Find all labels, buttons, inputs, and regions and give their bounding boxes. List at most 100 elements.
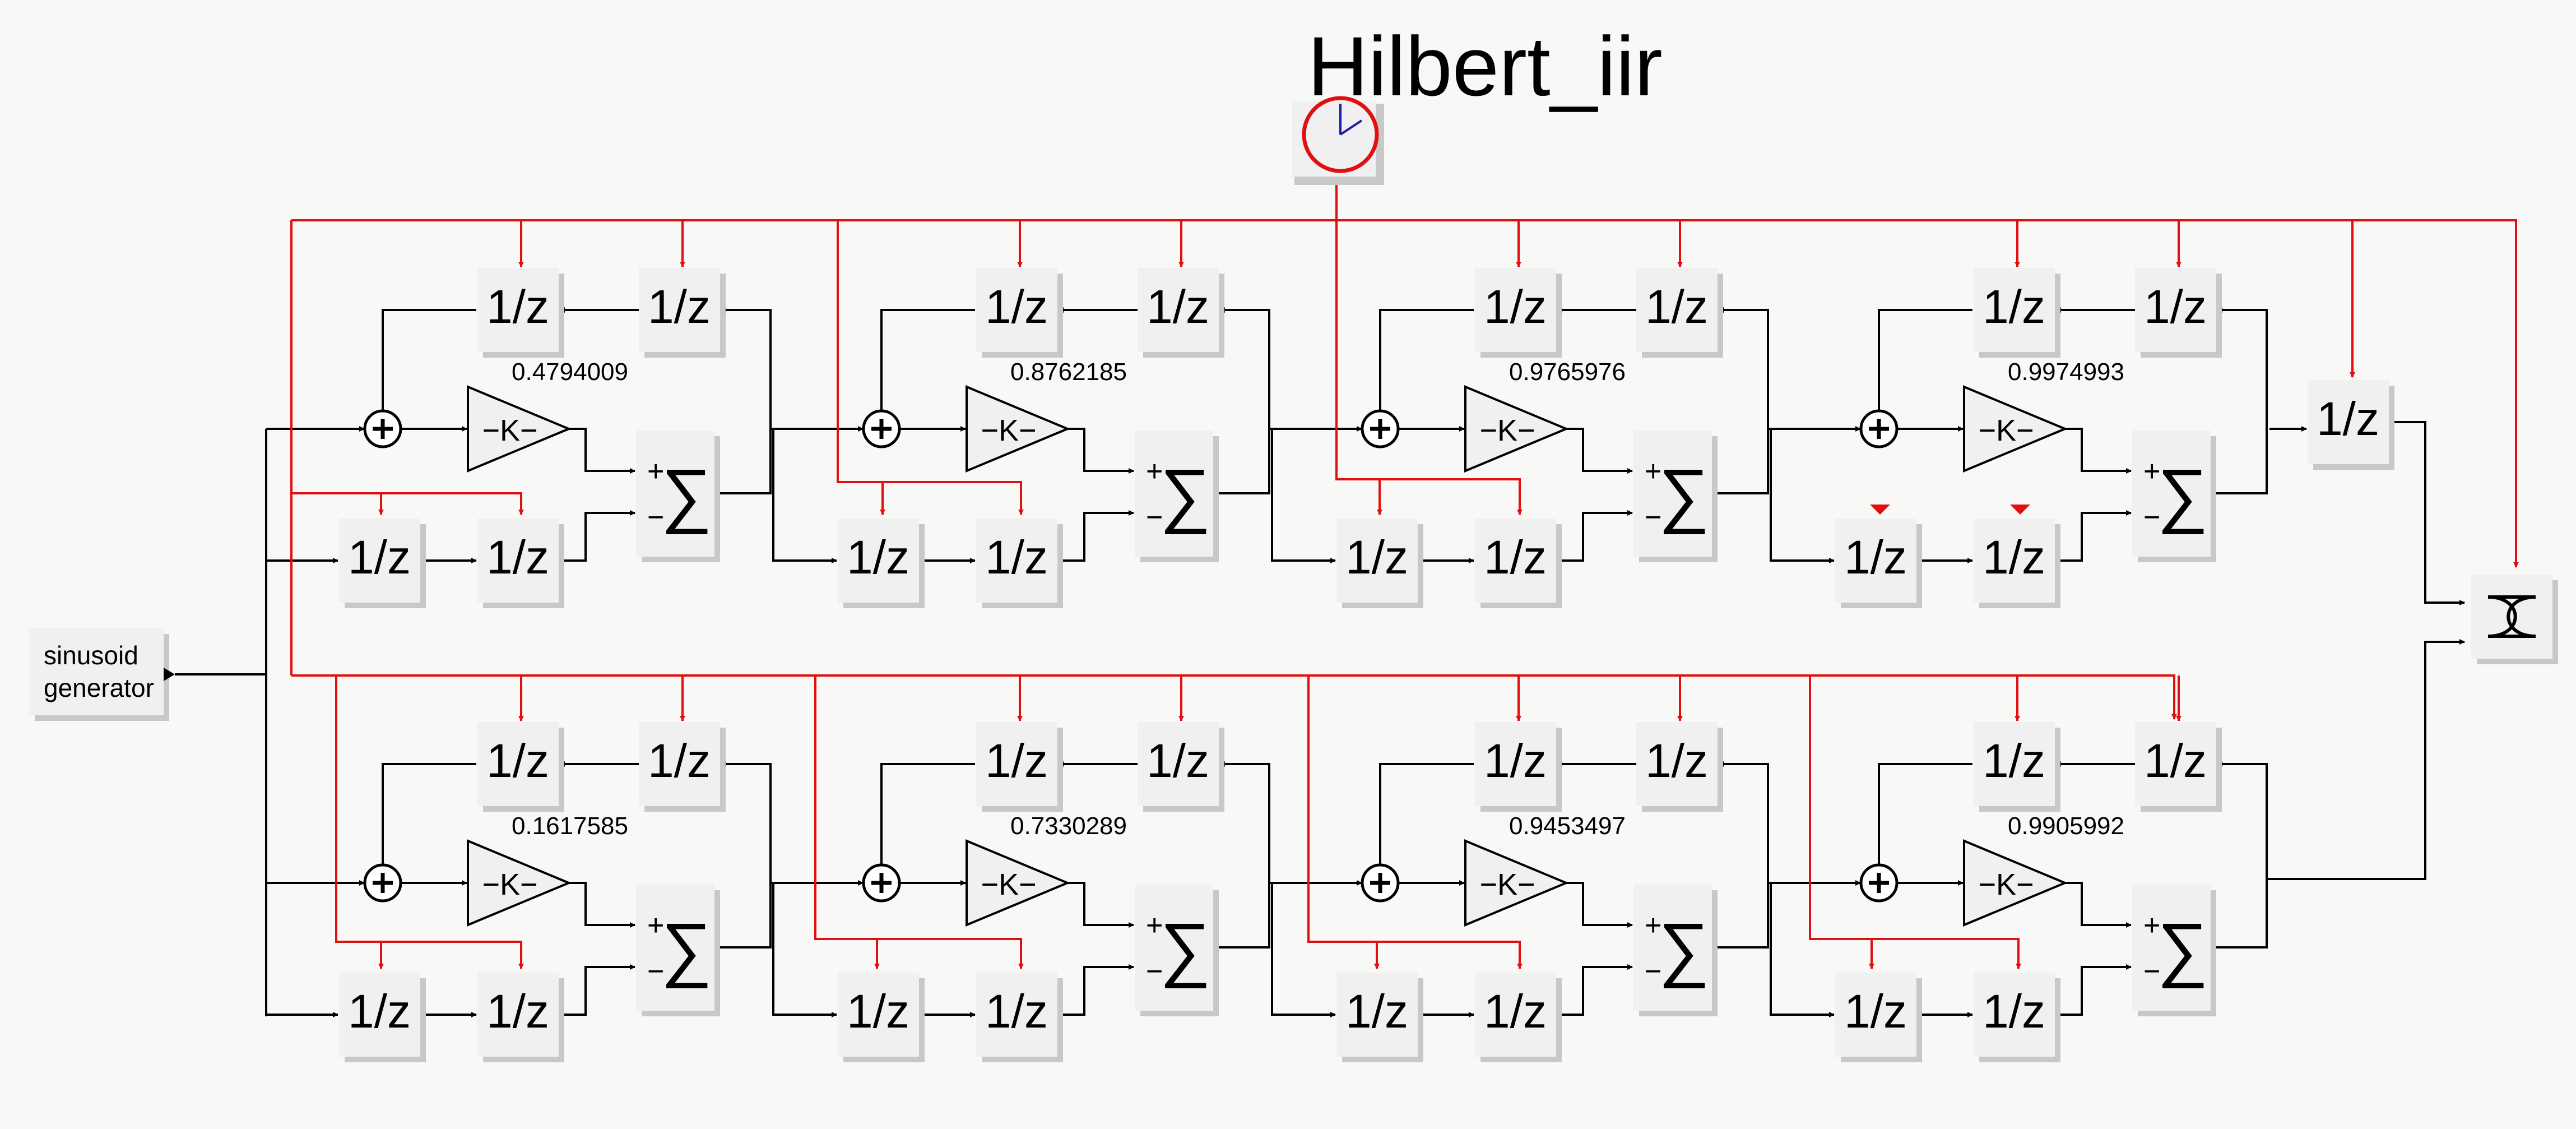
sum-minus-sign: −: [647, 501, 664, 534]
unit-delay-block[interactable]: 1/z: [639, 722, 726, 812]
sum-minus-sign: −: [1645, 955, 1661, 988]
unit-delay-block[interactable]: 1/z: [1835, 973, 1922, 1062]
signal-wire: [1712, 307, 1769, 494]
sum-minus-sign: −: [1146, 955, 1163, 988]
signal-wire: [1059, 964, 1134, 1016]
gain-block[interactable]: −K−0.4794009: [467, 358, 628, 473]
unit-delay-block[interactable]: 1/z: [339, 519, 426, 608]
unit-delay-block[interactable]: 1/z: [477, 519, 564, 608]
signal-wire: [2056, 510, 2132, 562]
gain-symbol: −K−: [981, 868, 1036, 901]
unit-delay-block[interactable]: 1/z: [1475, 268, 1562, 358]
gain-value: 0.1617585: [512, 812, 628, 840]
unit-delay-block[interactable]: 1/z: [1475, 519, 1562, 608]
unit-delay-block[interactable]: 1/z: [1974, 973, 2060, 1062]
unit-delay-label: 1/z: [1983, 531, 2045, 584]
unit-delay-block[interactable]: 1/z: [976, 519, 1063, 608]
sum-block[interactable]: +−∑: [636, 885, 720, 1016]
adder-node[interactable]: [1361, 409, 1400, 448]
unit-delay-block[interactable]: 1/z: [639, 268, 726, 358]
unit-delay-label: 1/z: [985, 985, 1048, 1038]
clock-wire: [291, 492, 524, 515]
unit-delay-block[interactable]: 1/z: [1974, 722, 2060, 812]
unit-delay-block[interactable]: 1/z: [1336, 519, 1423, 608]
gain-block[interactable]: −K−0.9974993: [1963, 358, 2124, 473]
sigma-icon: ∑: [661, 909, 712, 989]
sum-block[interactable]: +−∑: [1633, 885, 1718, 1016]
sum-plus-sign: +: [2143, 455, 2160, 488]
unit-delay-block[interactable]: 1/z: [2135, 268, 2222, 358]
adder-node[interactable]: [862, 863, 901, 903]
adder-node[interactable]: [1859, 409, 1899, 448]
sigma-icon: ∑: [2157, 909, 2208, 989]
sum-block[interactable]: + −∑: [636, 431, 720, 562]
sinusoid-generator-block[interactable]: sinusoid generator: [29, 628, 175, 721]
sigma-icon: ∑: [2157, 455, 2208, 535]
gain-block[interactable]: −K−0.7330289: [966, 812, 1127, 927]
unit-delay-block[interactable]: 1/z: [1336, 973, 1423, 1062]
unit-delay-block[interactable]: 1/z: [838, 973, 925, 1062]
signal-wire: [560, 964, 635, 1016]
unit-delay-block[interactable]: 1/z: [2308, 380, 2394, 470]
unit-delay-block[interactable]: 1/z: [339, 973, 426, 1062]
signal-wire: [772, 883, 837, 1017]
gain-block[interactable]: −K−0.1617585: [467, 812, 628, 927]
signal-wire: [382, 309, 476, 411]
adder-node[interactable]: [1859, 863, 1899, 903]
unit-delay-block[interactable]: 1/z: [976, 268, 1063, 358]
unit-delay-label: 1/z: [1983, 985, 2045, 1038]
unit-delay-block[interactable]: 1/z: [477, 722, 564, 812]
unit-delay-block[interactable]: 1/z: [1974, 519, 2060, 608]
sigma-icon: ∑: [661, 455, 712, 535]
xy-graph-block[interactable]: [2471, 575, 2558, 664]
signal-wire: [772, 429, 837, 563]
unit-delay-label: 1/z: [2144, 280, 2207, 333]
unit-delay-block[interactable]: 1/z: [1138, 268, 1224, 358]
signal-wire: [2389, 421, 2465, 605]
unit-delay-label: 1/z: [985, 734, 1048, 787]
signal-wire: [1566, 882, 1633, 928]
unit-delay-block[interactable]: 1/z: [2135, 722, 2222, 812]
sum-minus-sign: −: [2143, 955, 2160, 988]
gain-block[interactable]: −K−0.8762185: [966, 358, 1127, 473]
clock-block[interactable]: [1292, 96, 1384, 185]
gain-symbol: −K−: [981, 414, 1036, 447]
unit-delay-label: 1/z: [348, 531, 411, 584]
adder-node[interactable]: [1361, 863, 1400, 903]
sum-block[interactable]: +−∑: [1135, 885, 1219, 1016]
sum-minus-sign: −: [647, 955, 664, 988]
source-label-line1: sinusoid: [44, 641, 138, 670]
unit-delay-block[interactable]: 1/z: [1475, 722, 1562, 812]
unit-delay-block[interactable]: 1/z: [976, 722, 1063, 812]
signal-wire: [1271, 883, 1336, 1017]
gain-block[interactable]: −K−0.9905992: [1963, 812, 2124, 927]
unit-delay-block[interactable]: 1/z: [1835, 519, 1922, 608]
sigma-icon: ∑: [1159, 909, 1210, 989]
gain-block[interactable]: −K−0.9453497: [1464, 812, 1626, 927]
gain-block[interactable]: −K−0.9765976: [1464, 358, 1626, 473]
sum-minus-sign: −: [2143, 501, 2160, 534]
adder-node[interactable]: [363, 863, 402, 903]
unit-delay-block[interactable]: 1/z: [1636, 722, 1723, 812]
unit-delay-block[interactable]: 1/z: [1475, 973, 1562, 1062]
unit-delay-block[interactable]: 1/z: [477, 973, 564, 1062]
unit-delay-label: 1/z: [648, 280, 711, 333]
sum-block[interactable]: + −∑: [2132, 431, 2216, 562]
unit-delay-block[interactable]: 1/z: [1636, 268, 1723, 358]
unit-delay-label: 1/z: [985, 280, 1048, 333]
sum-block[interactable]: +−∑: [1135, 431, 1219, 562]
unit-delay-block[interactable]: 1/z: [477, 268, 564, 358]
adder-node[interactable]: [363, 409, 402, 448]
sum-plus-sign: +: [647, 455, 664, 488]
adder-node[interactable]: [862, 409, 901, 448]
unit-delay-label: 1/z: [1983, 734, 2045, 787]
sum-block[interactable]: +−∑: [1633, 431, 1718, 562]
unit-delay-block[interactable]: 1/z: [1974, 268, 2060, 358]
unit-delay-block[interactable]: 1/z: [838, 519, 925, 608]
unit-delay-block[interactable]: 1/z: [1138, 722, 1224, 812]
sum-block[interactable]: +−∑: [2132, 885, 2216, 1016]
signal-wire: [1878, 309, 1972, 411]
signal-wire: [1059, 510, 1134, 562]
unit-delay-block[interactable]: 1/z: [976, 973, 1063, 1062]
signal-wire: [1271, 429, 1336, 563]
